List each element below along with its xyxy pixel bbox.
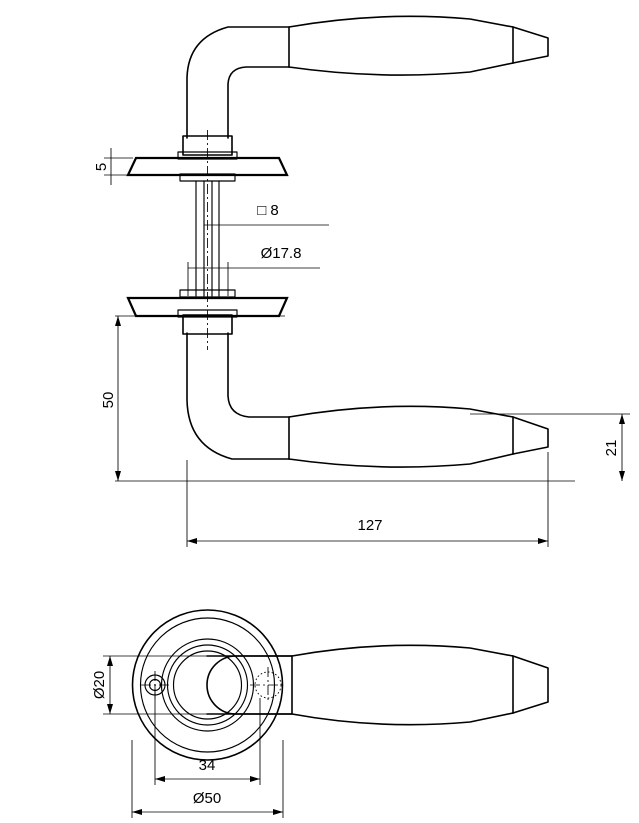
- neck-diameter-label: Ø20: [91, 671, 108, 699]
- dimension-rosette-inner: 34: [154, 685, 261, 785]
- dimension-handle-body-height: 21: [470, 413, 630, 481]
- side-elevation-view: 5 □ 8 Ø17.8 50 21: [93, 15, 630, 547]
- dimension-handle-length: 127: [186, 452, 549, 547]
- rosette-inner-label: 34: [199, 757, 216, 774]
- dimension-rosette-diameter: Ø50: [131, 740, 284, 818]
- handle-length-label: 127: [357, 517, 382, 534]
- lower-lever-handle: [186, 332, 549, 468]
- plan-lever-handle: [206, 644, 549, 726]
- dimension-rosette-thickness: 5: [93, 148, 133, 185]
- rosette-thickness-label: 5: [93, 163, 110, 171]
- spindle-shaft: [195, 130, 220, 350]
- dimension-spindle-bore: Ø17.8: [187, 245, 320, 296]
- upper-lever-handle: [186, 15, 549, 139]
- rosette-diameter-label: Ø50: [193, 790, 221, 807]
- handle-height-label: 50: [100, 392, 117, 409]
- dimension-spindle-square: □ 8: [204, 202, 329, 226]
- spindle-bore-label: Ø17.8: [261, 245, 302, 262]
- front-plan-view: Ø20 34 Ø50: [91, 609, 549, 818]
- dimension-handle-height: 50: [100, 315, 575, 482]
- spindle-hole-marker: [250, 667, 286, 703]
- handle-body-height-label: 21: [603, 440, 620, 457]
- dimension-neck-diameter: Ø20: [91, 655, 292, 715]
- spindle-square-label: □ 8: [257, 202, 279, 219]
